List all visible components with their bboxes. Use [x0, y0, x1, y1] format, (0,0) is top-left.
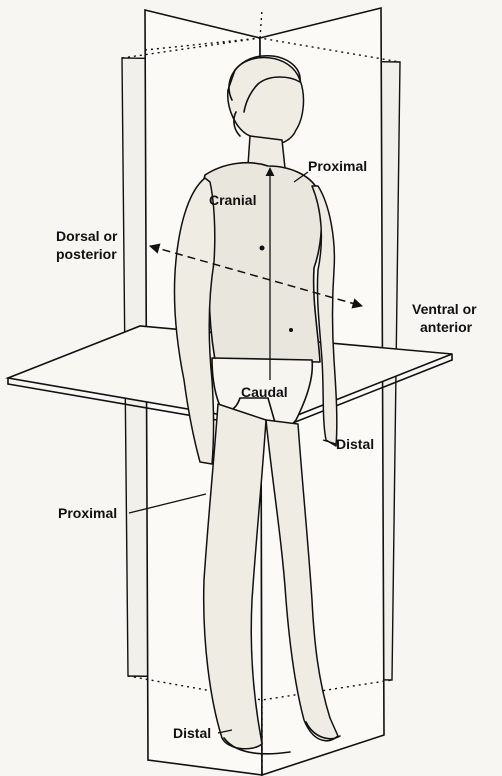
label-proximal-top: Proximal	[308, 158, 367, 174]
label-cranial: Cranial	[209, 192, 256, 208]
navel	[289, 328, 293, 332]
label-distal-right: Distal	[336, 436, 374, 452]
label-ventral-2: anterior	[420, 319, 473, 335]
nipple	[260, 246, 265, 251]
label-proximal-left: Proximal	[58, 505, 117, 521]
label-caudal: Caudal	[241, 384, 288, 400]
label-dorsal-2: posterior	[56, 246, 117, 262]
label-ventral-1: Ventral or	[412, 301, 477, 317]
label-dorsal-1: Dorsal or	[56, 228, 118, 244]
label-distal-bottom: Distal	[173, 725, 211, 741]
